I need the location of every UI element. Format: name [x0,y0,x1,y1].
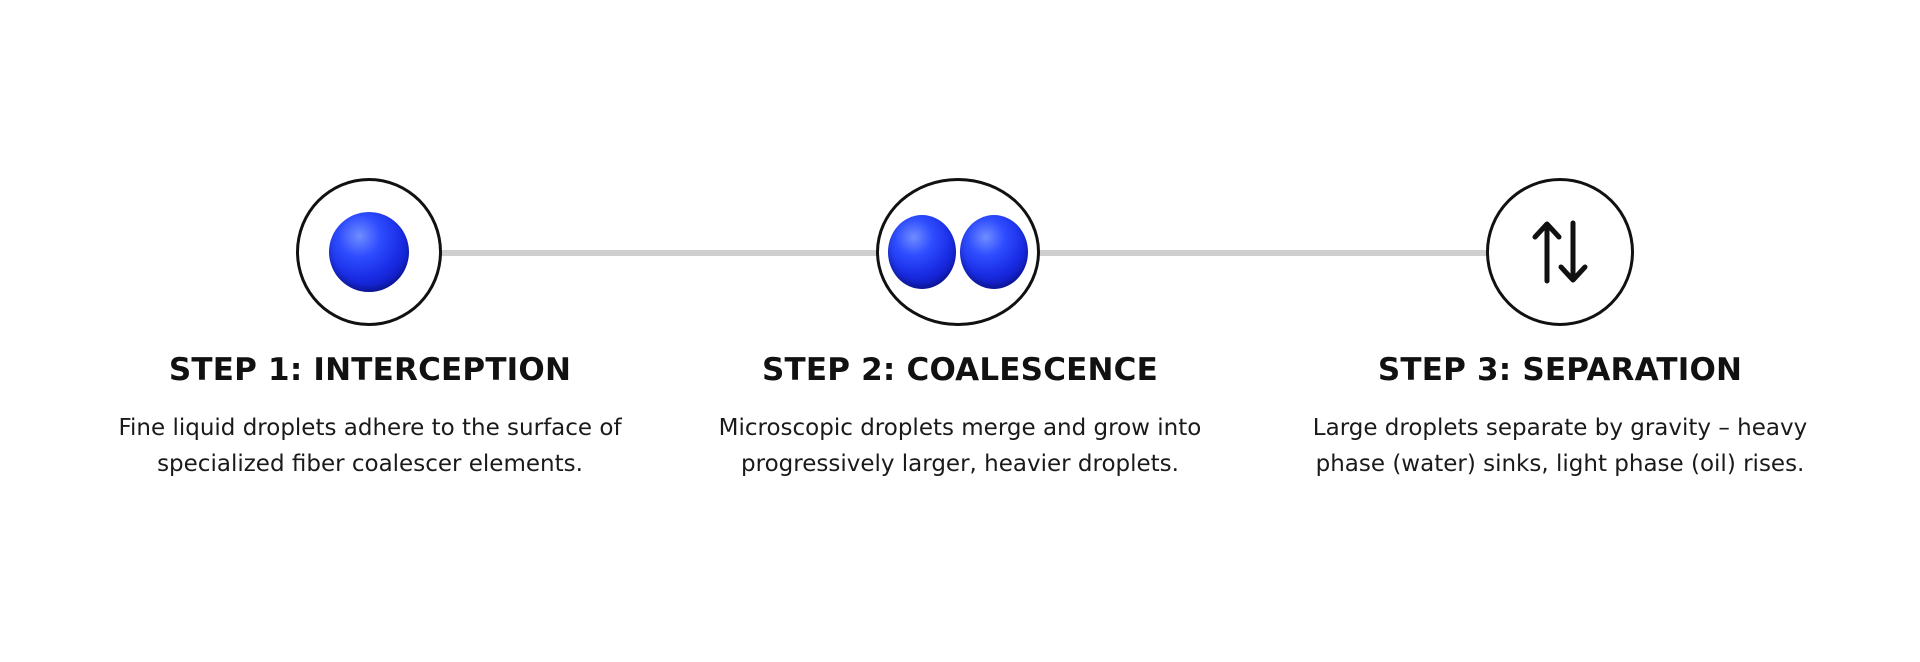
step-2-node [876,178,1040,326]
step-3-description: Large droplets separate by gravity – hea… [1260,410,1860,482]
step-1-description: Fine liquid droplets adhere to the surfa… [70,410,670,482]
step-3-desc-line-1: Large droplets separate by gravity – hea… [1312,415,1808,441]
double-droplet-icon [888,215,1028,289]
step-1-desc-line-2: specialized fiber coalescer elements. [157,451,583,477]
step-3-title: STEP 3: SEPARATION [1377,352,1743,388]
step-1-desc-line-1: Fine liquid droplets adhere to the surfa… [118,415,622,441]
step-2-title: STEP 2: COALESCENCE [761,352,1159,388]
connector-line-2-3 [1036,250,1490,256]
step-3-node [1486,178,1634,326]
droplet-right [960,215,1028,289]
connector-line-1-2 [438,250,880,256]
up-down-arrows-icon [1532,220,1588,284]
step-3-desc-line-2: phase (water) sinks, light phase (oil) r… [1315,451,1805,477]
step-1-node [296,178,442,326]
single-droplet-icon [329,212,409,292]
step-2-desc-line-1: Microscopic droplets merge and grow into [718,415,1202,441]
step-1-title: STEP 1: INTERCEPTION [168,352,572,388]
step-2-desc-line-2: progressively larger, heavier droplets. [741,451,1179,477]
step-3-text: STEP 3: SEPARATION Large droplets separa… [1260,352,1860,482]
step-2-description: Microscopic droplets merge and grow into… [660,410,1260,482]
step-1-text: STEP 1: INTERCEPTION Fine liquid droplet… [70,352,670,482]
step-2-text: STEP 2: COALESCENCE Microscopic droplets… [660,352,1260,482]
droplet-left [888,215,956,289]
